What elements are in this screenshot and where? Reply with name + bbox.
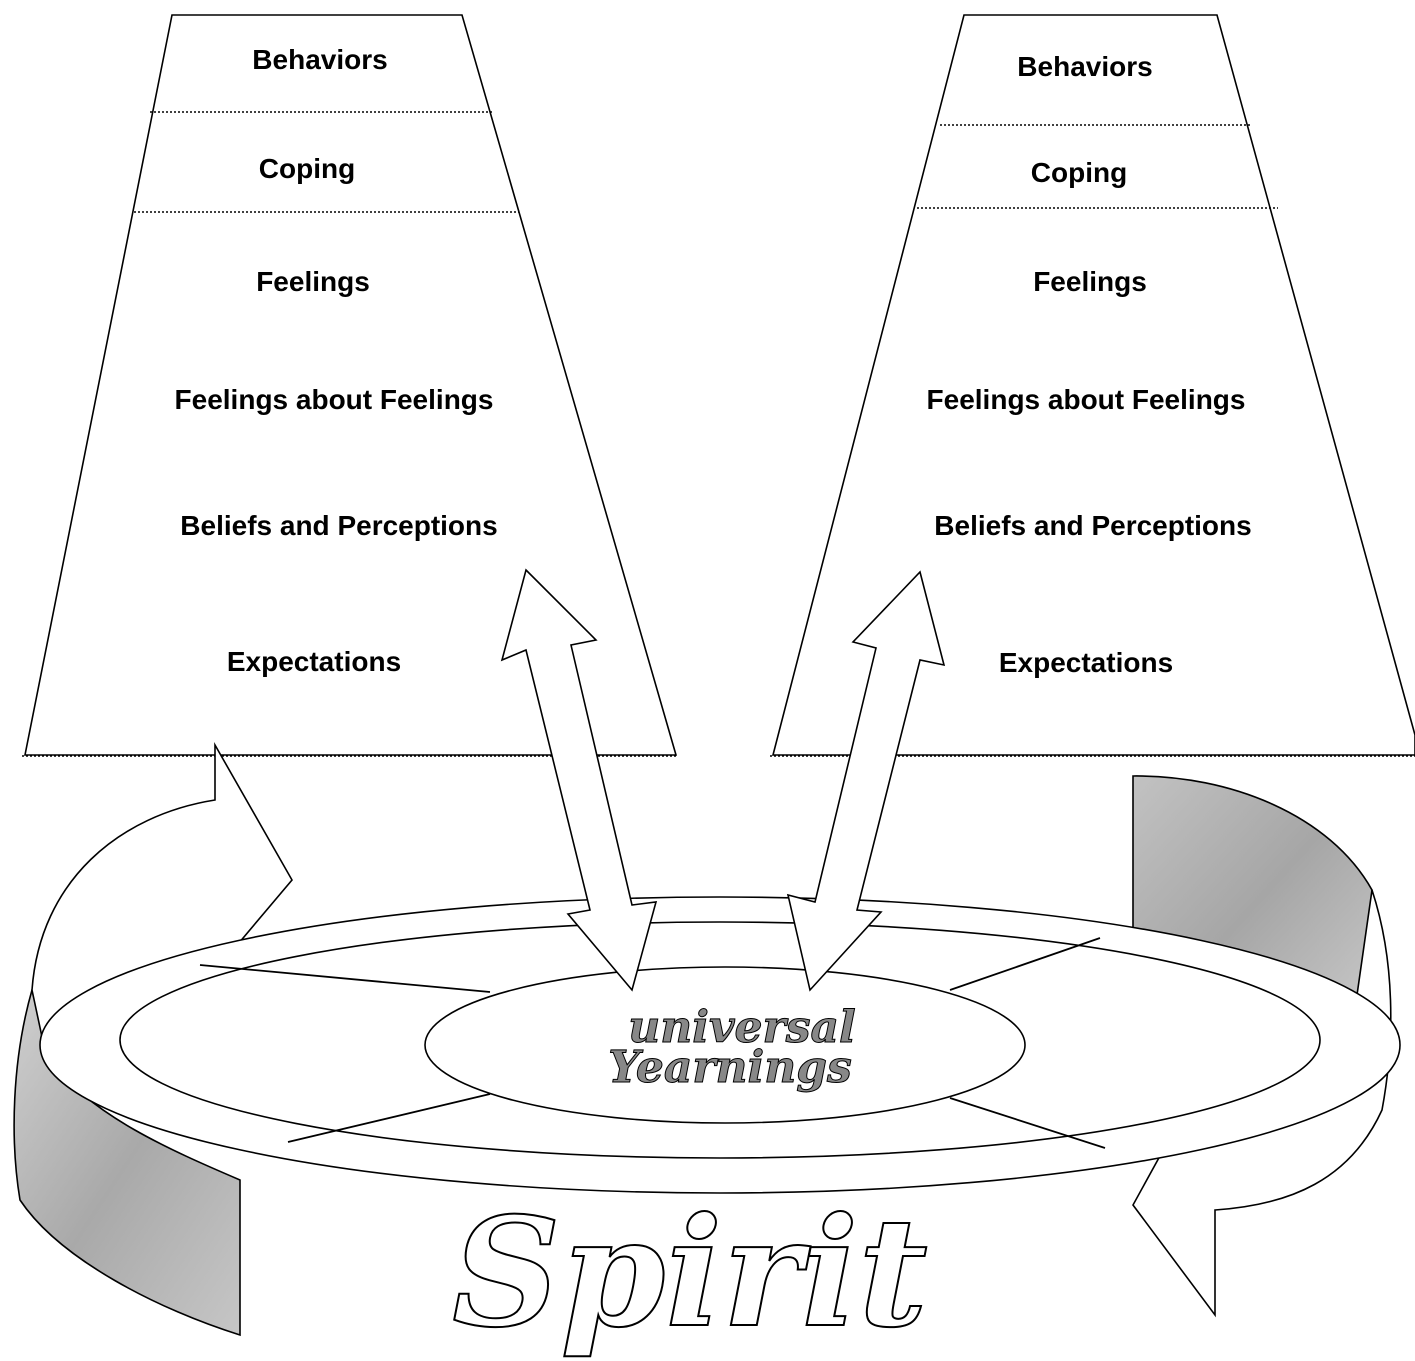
right-level-behaviors: Behaviors: [1017, 51, 1152, 82]
right-double-arrow-shape: [786, 570, 946, 992]
right-level-feelings: Feelings: [1033, 266, 1147, 297]
left-level-expectations: Expectations: [227, 646, 401, 677]
right-level-feelings-about-feelings: Feelings about Feelings: [927, 384, 1246, 415]
right-iceberg: Behaviors Coping Feelings Feelings about…: [770, 14, 1415, 757]
yearnings-label: Yearnings: [608, 1042, 852, 1093]
right-double-headed-arrow-icon: [786, 570, 946, 992]
spoke-lower-left: [287, 1093, 491, 1143]
yearnings-core: [424, 966, 1026, 1124]
left-level-behaviors: Behaviors: [252, 44, 387, 75]
spoke-upper-right: [949, 937, 1101, 991]
left-double-headed-arrow-icon: [500, 568, 658, 992]
spoke-lower-right: [949, 1097, 1106, 1149]
left-ribbon-band: [13, 986, 241, 1337]
left-iceberg-shape: [24, 14, 678, 756]
left-level-feelings-about-feelings: Feelings about Feelings: [175, 384, 494, 415]
left-level-feelings: Feelings: [256, 266, 370, 297]
left-double-arrow-shape: [500, 568, 658, 992]
left-iceberg: Behaviors Coping Feelings Feelings about…: [22, 14, 678, 757]
right-level-beliefs-and-perceptions: Beliefs and Perceptions: [934, 510, 1251, 541]
left-level-coping: Coping: [259, 153, 355, 184]
right-level-expectations: Expectations: [999, 647, 1173, 678]
yearnings-ring: universal Yearnings: [39, 896, 1401, 1194]
right-level-coping: Coping: [1031, 157, 1127, 188]
spirit-label: Spirit: [452, 1185, 928, 1361]
universal-label: universal: [628, 1002, 855, 1053]
spoke-upper-left: [199, 964, 491, 993]
left-level-beliefs-and-perceptions: Beliefs and Perceptions: [180, 510, 497, 541]
right-iceberg-shape: [771, 14, 1415, 756]
spirit-title: Spirit: [451, 1184, 929, 1361]
